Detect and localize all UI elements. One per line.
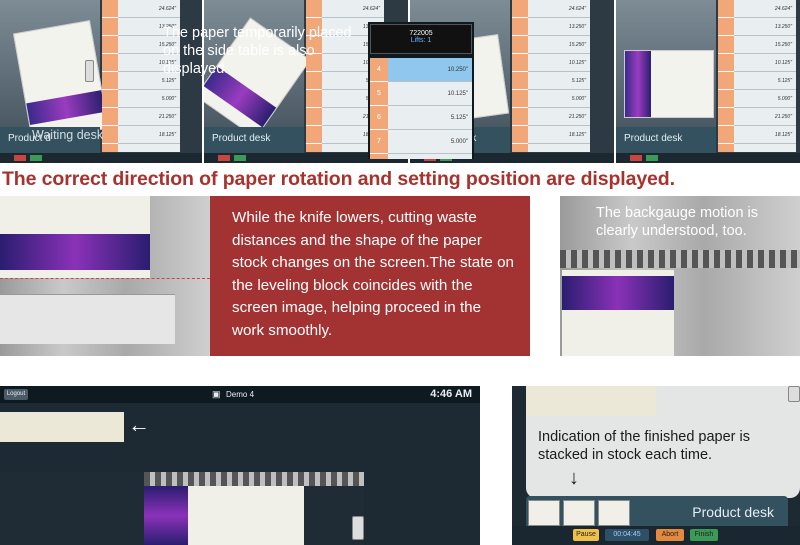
- status-bar: [616, 153, 800, 163]
- title-bar: Logout ▣ Demo 4 4:46 AM: [0, 386, 480, 403]
- list-item[interactable]: 24.624": [528, 0, 590, 18]
- list-item[interactable]: 15.250": [118, 36, 180, 54]
- status-bar: [0, 153, 202, 163]
- arrow-down-icon: ↓: [569, 467, 579, 489]
- finish-button[interactable]: Finish: [690, 529, 718, 541]
- list-item[interactable]: 24.624": [734, 0, 796, 18]
- file-icon: ▣: [212, 389, 221, 399]
- screen-2: Product desk 24.624" 13.250" 15.250" 10.…: [204, 0, 410, 163]
- list-item[interactable]: 24.624": [118, 0, 180, 18]
- waiting-desk-label: Waiting desk: [32, 128, 104, 142]
- list-item[interactable]: 10.125": [118, 54, 180, 72]
- row-number: 4: [370, 58, 388, 82]
- list-item[interactable]: 10.125": [528, 54, 590, 72]
- row-number-column: [718, 0, 734, 152]
- stacked-sheet-thumb: [528, 500, 560, 526]
- knife-note: While the knife lowers, cutting waste di…: [232, 209, 514, 339]
- list-item[interactable]: 10.125": [388, 82, 472, 106]
- list-item[interactable]: 21.250": [734, 108, 796, 126]
- list-item[interactable]: 5.125": [734, 72, 796, 90]
- cut-list: 24.624" 13.250" 15.250" 10.125" 5.125" 5…: [118, 0, 180, 152]
- paper-stack: [562, 270, 674, 356]
- paper-sheet: [624, 50, 714, 118]
- page-heading: The correct direction of paper rotation …: [2, 168, 675, 190]
- row-number: 5: [370, 82, 388, 106]
- list-item[interactable]: 5.000": [528, 90, 590, 108]
- lifts-count: Lifts: 1: [410, 37, 432, 44]
- screen-4: Product desk 24.624" 13.250" 15.250" 10.…: [616, 0, 800, 163]
- logout-button[interactable]: Logout: [4, 389, 28, 400]
- job-number: 722005: [409, 30, 433, 37]
- list-item[interactable]: 15.250": [528, 36, 590, 54]
- timer: 00:04:45: [605, 529, 649, 541]
- product-desk: Product d: [0, 127, 100, 153]
- paper-area: [526, 386, 800, 498]
- job-title: Demo 4: [226, 390, 255, 399]
- cutting-line: [0, 278, 210, 279]
- stacked-sheet-thumb: [598, 500, 630, 526]
- status-bar: [204, 153, 408, 163]
- side-table-screen: Logout ▣ Demo 4 4:46 AM: [0, 386, 480, 545]
- paper-stack: [0, 196, 150, 278]
- scroll-handle[interactable]: [85, 60, 94, 82]
- list-item[interactable]: 10.250": [388, 58, 472, 82]
- list-item[interactable]: 18.125": [528, 126, 590, 144]
- list-item[interactable]: 5.000": [388, 130, 472, 154]
- pause-button[interactable]: Pause: [573, 529, 599, 541]
- knife-blade: [0, 294, 175, 344]
- scroll-handle[interactable]: [788, 386, 800, 402]
- product-desk: Product desk: [616, 127, 716, 153]
- backgauge-note: The backgauge motion is clearly understo…: [596, 205, 759, 239]
- side-table-note: The paper temporarily placed on the side…: [163, 25, 352, 77]
- side-table-paper: [0, 412, 124, 442]
- backgauge-comb: [560, 250, 800, 268]
- list-item[interactable]: 24.624": [322, 0, 384, 18]
- list-item[interactable]: 10.125": [734, 54, 796, 72]
- list-item[interactable]: 5.000": [734, 90, 796, 108]
- finished-stack-note: Indication of the finished paper is stac…: [538, 429, 750, 463]
- row-number-column: [512, 0, 528, 152]
- list-item[interactable]: 13.250": [118, 18, 180, 36]
- row-number: 7: [370, 130, 388, 154]
- knife-info-box: While the knife lowers, cutting waste di…: [210, 196, 530, 356]
- row-number-column: [306, 0, 322, 152]
- list-item[interactable]: 13.250": [528, 18, 590, 36]
- scroll-handle[interactable]: [352, 516, 364, 540]
- list-item[interactable]: 13.250": [734, 18, 796, 36]
- paper-stack: [144, 486, 304, 545]
- abort-button[interactable]: Abort: [656, 529, 684, 541]
- lifts-box: 722005 Lifts: 1: [370, 24, 472, 54]
- arrow-left-icon: ←: [128, 412, 150, 437]
- row-number-column: 4 5 6 7: [370, 58, 388, 159]
- list-item[interactable]: 15.250": [734, 36, 796, 54]
- list-item[interactable]: 5.125": [118, 72, 180, 90]
- list-item[interactable]: 5.125": [528, 72, 590, 90]
- clock: 4:46 AM: [430, 388, 472, 400]
- list-item[interactable]: 18.125": [118, 126, 180, 144]
- product-desk: Product desk: [204, 127, 304, 153]
- row-number-column: [102, 0, 118, 152]
- list-item[interactable]: 21.250": [118, 108, 180, 126]
- cut-list: 24.624" 13.250" 15.250" 10.125" 5.125" 5…: [734, 0, 796, 152]
- cut-list: 10.250" 10.125" 5.125" 5.000": [388, 58, 472, 159]
- list-item[interactable]: 18.125": [734, 126, 796, 144]
- screen-1: Product d 24.624" 13.250" 15.250" 10.125…: [0, 0, 204, 163]
- cut-list: 24.624" 13.250" 15.250" 10.125" 5.125" 5…: [528, 0, 590, 152]
- knife-photo: [0, 196, 210, 356]
- comb: [144, 472, 364, 486]
- list-item[interactable]: 5.000": [118, 90, 180, 108]
- list-item[interactable]: 21.250": [528, 108, 590, 126]
- stacked-sheet-thumb: [563, 500, 595, 526]
- row-number: 6: [370, 106, 388, 130]
- list-item[interactable]: 5.125": [388, 106, 472, 130]
